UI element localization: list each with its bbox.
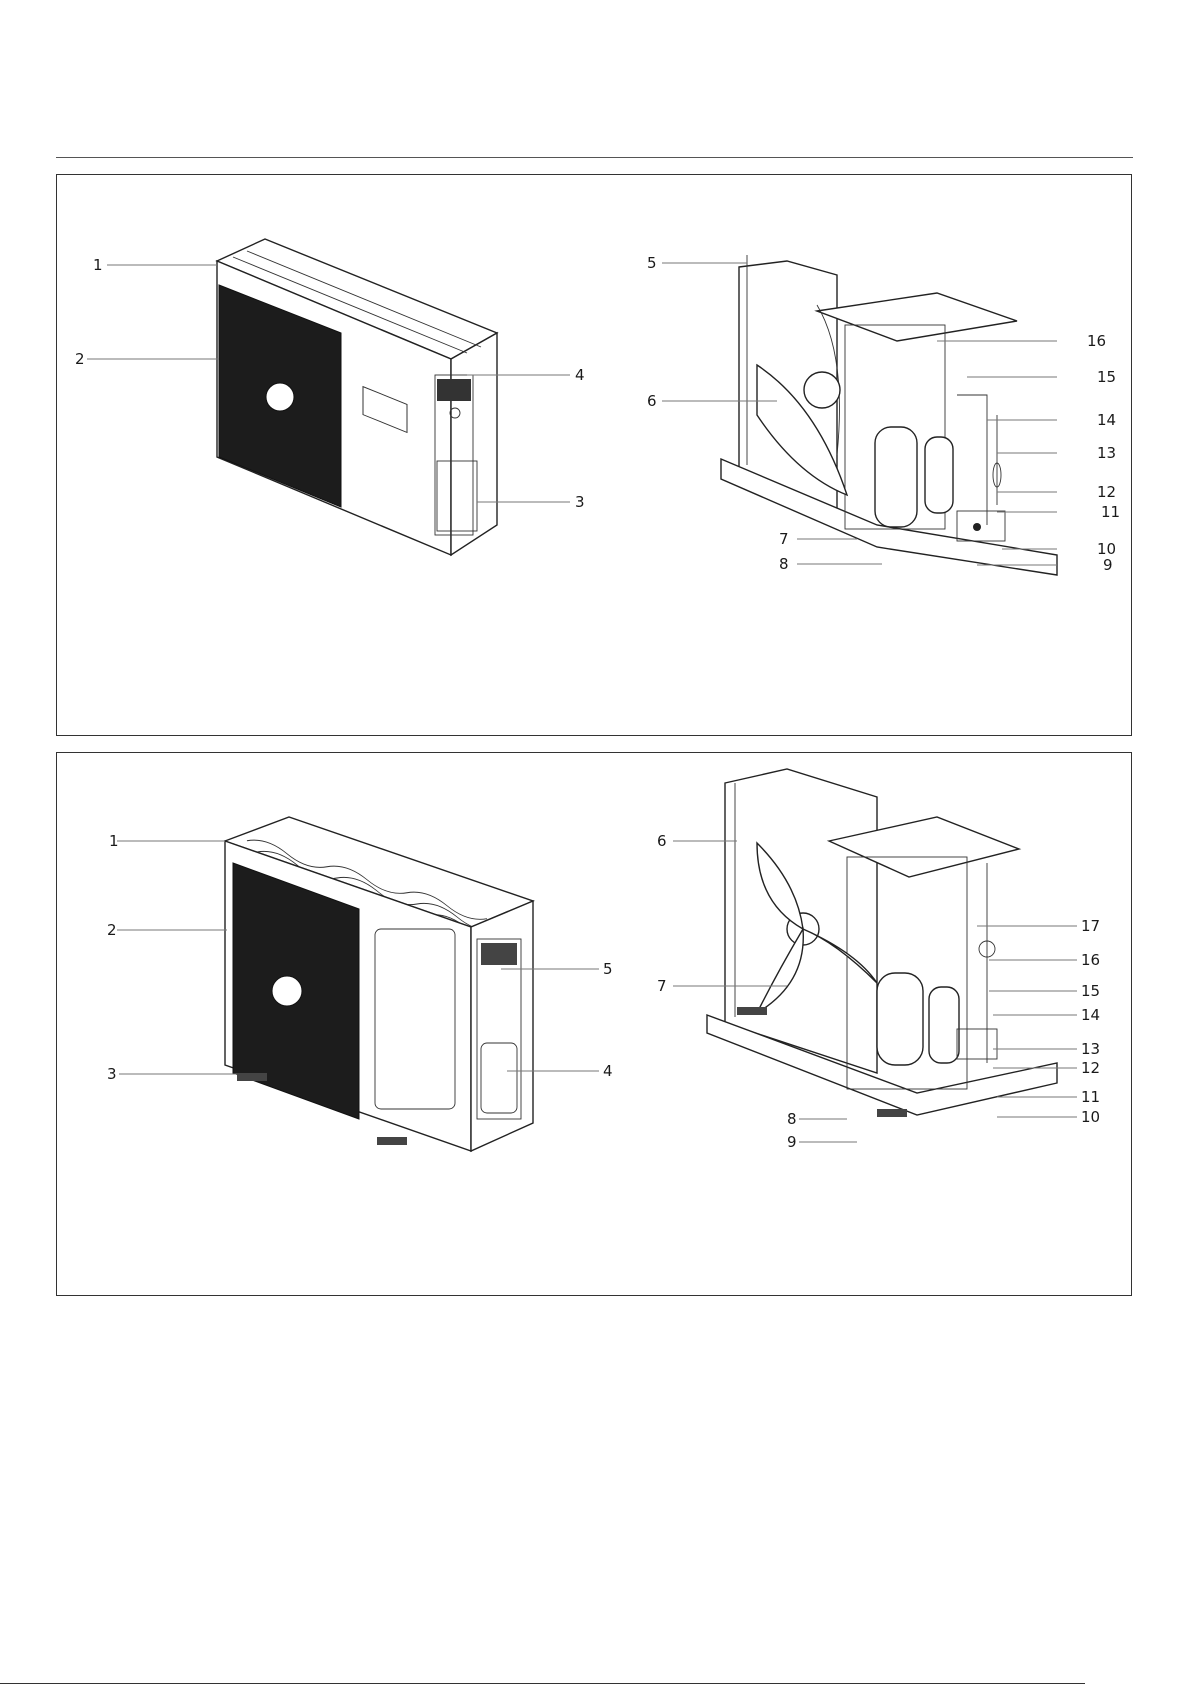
callout-13: 13 [1081,1041,1100,1057]
callout-4: 4 [603,1063,613,1079]
callout-7: 7 [779,531,789,547]
panel-2-drawing [57,753,1133,1297]
callout-11: 11 [1101,504,1120,520]
outdoor-unit-exterior-2 [225,817,533,1151]
callout-6: 6 [657,833,667,849]
callout-17: 17 [1081,918,1100,934]
callout-2: 2 [75,351,85,367]
callout-1: 1 [109,833,119,849]
outdoor-unit-exterior-1 [217,239,497,555]
callout-5: 5 [647,255,657,271]
footer-rule [0,1683,1085,1684]
callout-6: 6 [647,393,657,409]
outdoor-unit-interior-1 [721,255,1057,575]
callout-8: 8 [787,1111,797,1127]
callout-4: 4 [575,367,585,383]
diagram-panel-2: 1 2 3 4 5 6 7 8 9 10 11 12 13 14 15 16 1… [56,752,1132,1296]
callout-11: 11 [1081,1089,1100,1105]
outdoor-unit-interior-2 [707,769,1057,1117]
callout-16: 16 [1081,952,1100,968]
callout-8: 8 [779,556,789,572]
callout-7: 7 [657,978,667,994]
panel-1-drawing [57,175,1133,737]
header-rule [56,157,1133,158]
callout-14: 14 [1097,412,1116,428]
callout-12: 12 [1081,1060,1100,1076]
callout-3: 3 [575,494,585,510]
callout-16: 16 [1087,333,1106,349]
callout-1: 1 [93,257,103,273]
callout-5: 5 [603,961,613,977]
callout-9: 9 [1103,557,1113,573]
callout-10: 10 [1097,541,1116,557]
callout-15: 15 [1097,369,1116,385]
callout-9: 9 [787,1134,797,1150]
callout-3: 3 [107,1066,117,1082]
callout-13: 13 [1097,445,1116,461]
callout-14: 14 [1081,1007,1100,1023]
callout-12: 12 [1097,484,1116,500]
diagram-panel-1: 1 2 3 4 5 6 7 8 9 10 11 12 13 14 15 16 [56,174,1132,736]
callout-2: 2 [107,922,117,938]
callout-10: 10 [1081,1109,1100,1125]
callout-15: 15 [1081,983,1100,999]
